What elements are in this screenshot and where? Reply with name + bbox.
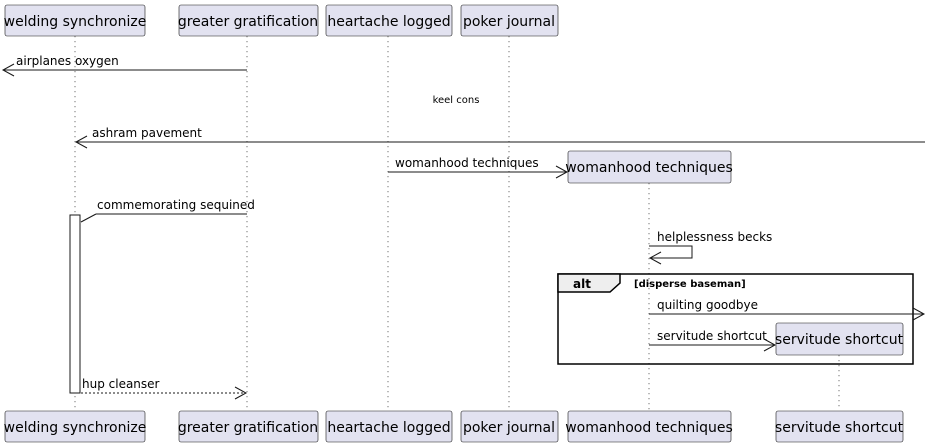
participant-label: servitude shortcut (775, 332, 904, 348)
participant-heartache-logged-bottom: heartache logged (325, 410, 453, 443)
participant-welding-synchronize-top: welding synchronize (4, 4, 147, 37)
participant-label: servitude shortcut (775, 420, 904, 436)
message-label: servitude shortcut (657, 329, 767, 343)
participant-label: poker journal (463, 14, 555, 30)
participant-greater-gratification-top: greater gratification (178, 4, 319, 37)
activation-bar (69, 214, 81, 394)
participant-label: greater gratification (178, 14, 318, 30)
participant-poker-journal-bottom: poker journal (460, 410, 559, 443)
message-womanhood-techniques: womanhood techniques (388, 156, 569, 179)
message-airplanes-oxygen: airplanes oxygen (1, 54, 247, 77)
participant-label: heartache logged (327, 420, 450, 436)
message-servitude-shortcut: servitude shortcut (649, 329, 777, 352)
message-quilting-goodbye: quilting goodbye (649, 298, 926, 321)
delay-label: keel cons (433, 95, 480, 106)
message-helplessness-becks: helplessness becks (648, 230, 772, 265)
message-commemorating-sequined: commemorating sequined (80, 198, 255, 223)
participant-welding-synchronize-bottom: welding synchronize (4, 410, 147, 443)
participant-servitude-shortcut-created: servitude shortcut (775, 322, 904, 356)
message-label: womanhood techniques (395, 156, 539, 170)
message-label: helplessness becks (657, 230, 772, 244)
participant-label: poker journal (463, 420, 555, 436)
alt-keyword: alt (573, 277, 591, 291)
participant-womanhood-techniques-bottom: womanhood techniques (565, 410, 733, 443)
message-label: airplanes oxygen (16, 54, 119, 68)
participant-womanhood-techniques-created: womanhood techniques (565, 150, 733, 184)
participant-servitude-shortcut-bottom: servitude shortcut (775, 410, 904, 443)
participant-label: welding synchronize (4, 420, 147, 436)
participant-poker-journal-top: poker journal (460, 4, 559, 37)
alt-tab (557, 273, 621, 293)
participant-label: womanhood techniques (565, 160, 733, 176)
participant-label: womanhood techniques (565, 420, 733, 436)
message-ashram-pavement: ashram pavement (74, 126, 925, 149)
participant-label: heartache logged (327, 14, 450, 30)
message-hup-cleanser: hup cleanser (81, 377, 248, 400)
participant-label: greater gratification (178, 420, 318, 436)
message-label: ashram pavement (92, 126, 202, 140)
alt-guard: [disperse baseman] (634, 279, 746, 290)
alt-fragment: alt [disperse baseman] (557, 273, 914, 365)
message-label: commemorating sequined (97, 198, 255, 212)
participant-greater-gratification-bottom: greater gratification (178, 410, 319, 443)
participant-label: welding synchronize (4, 14, 147, 30)
participant-heartache-logged-top: heartache logged (325, 4, 453, 37)
message-label: hup cleanser (82, 377, 160, 391)
message-label: quilting goodbye (657, 298, 758, 312)
